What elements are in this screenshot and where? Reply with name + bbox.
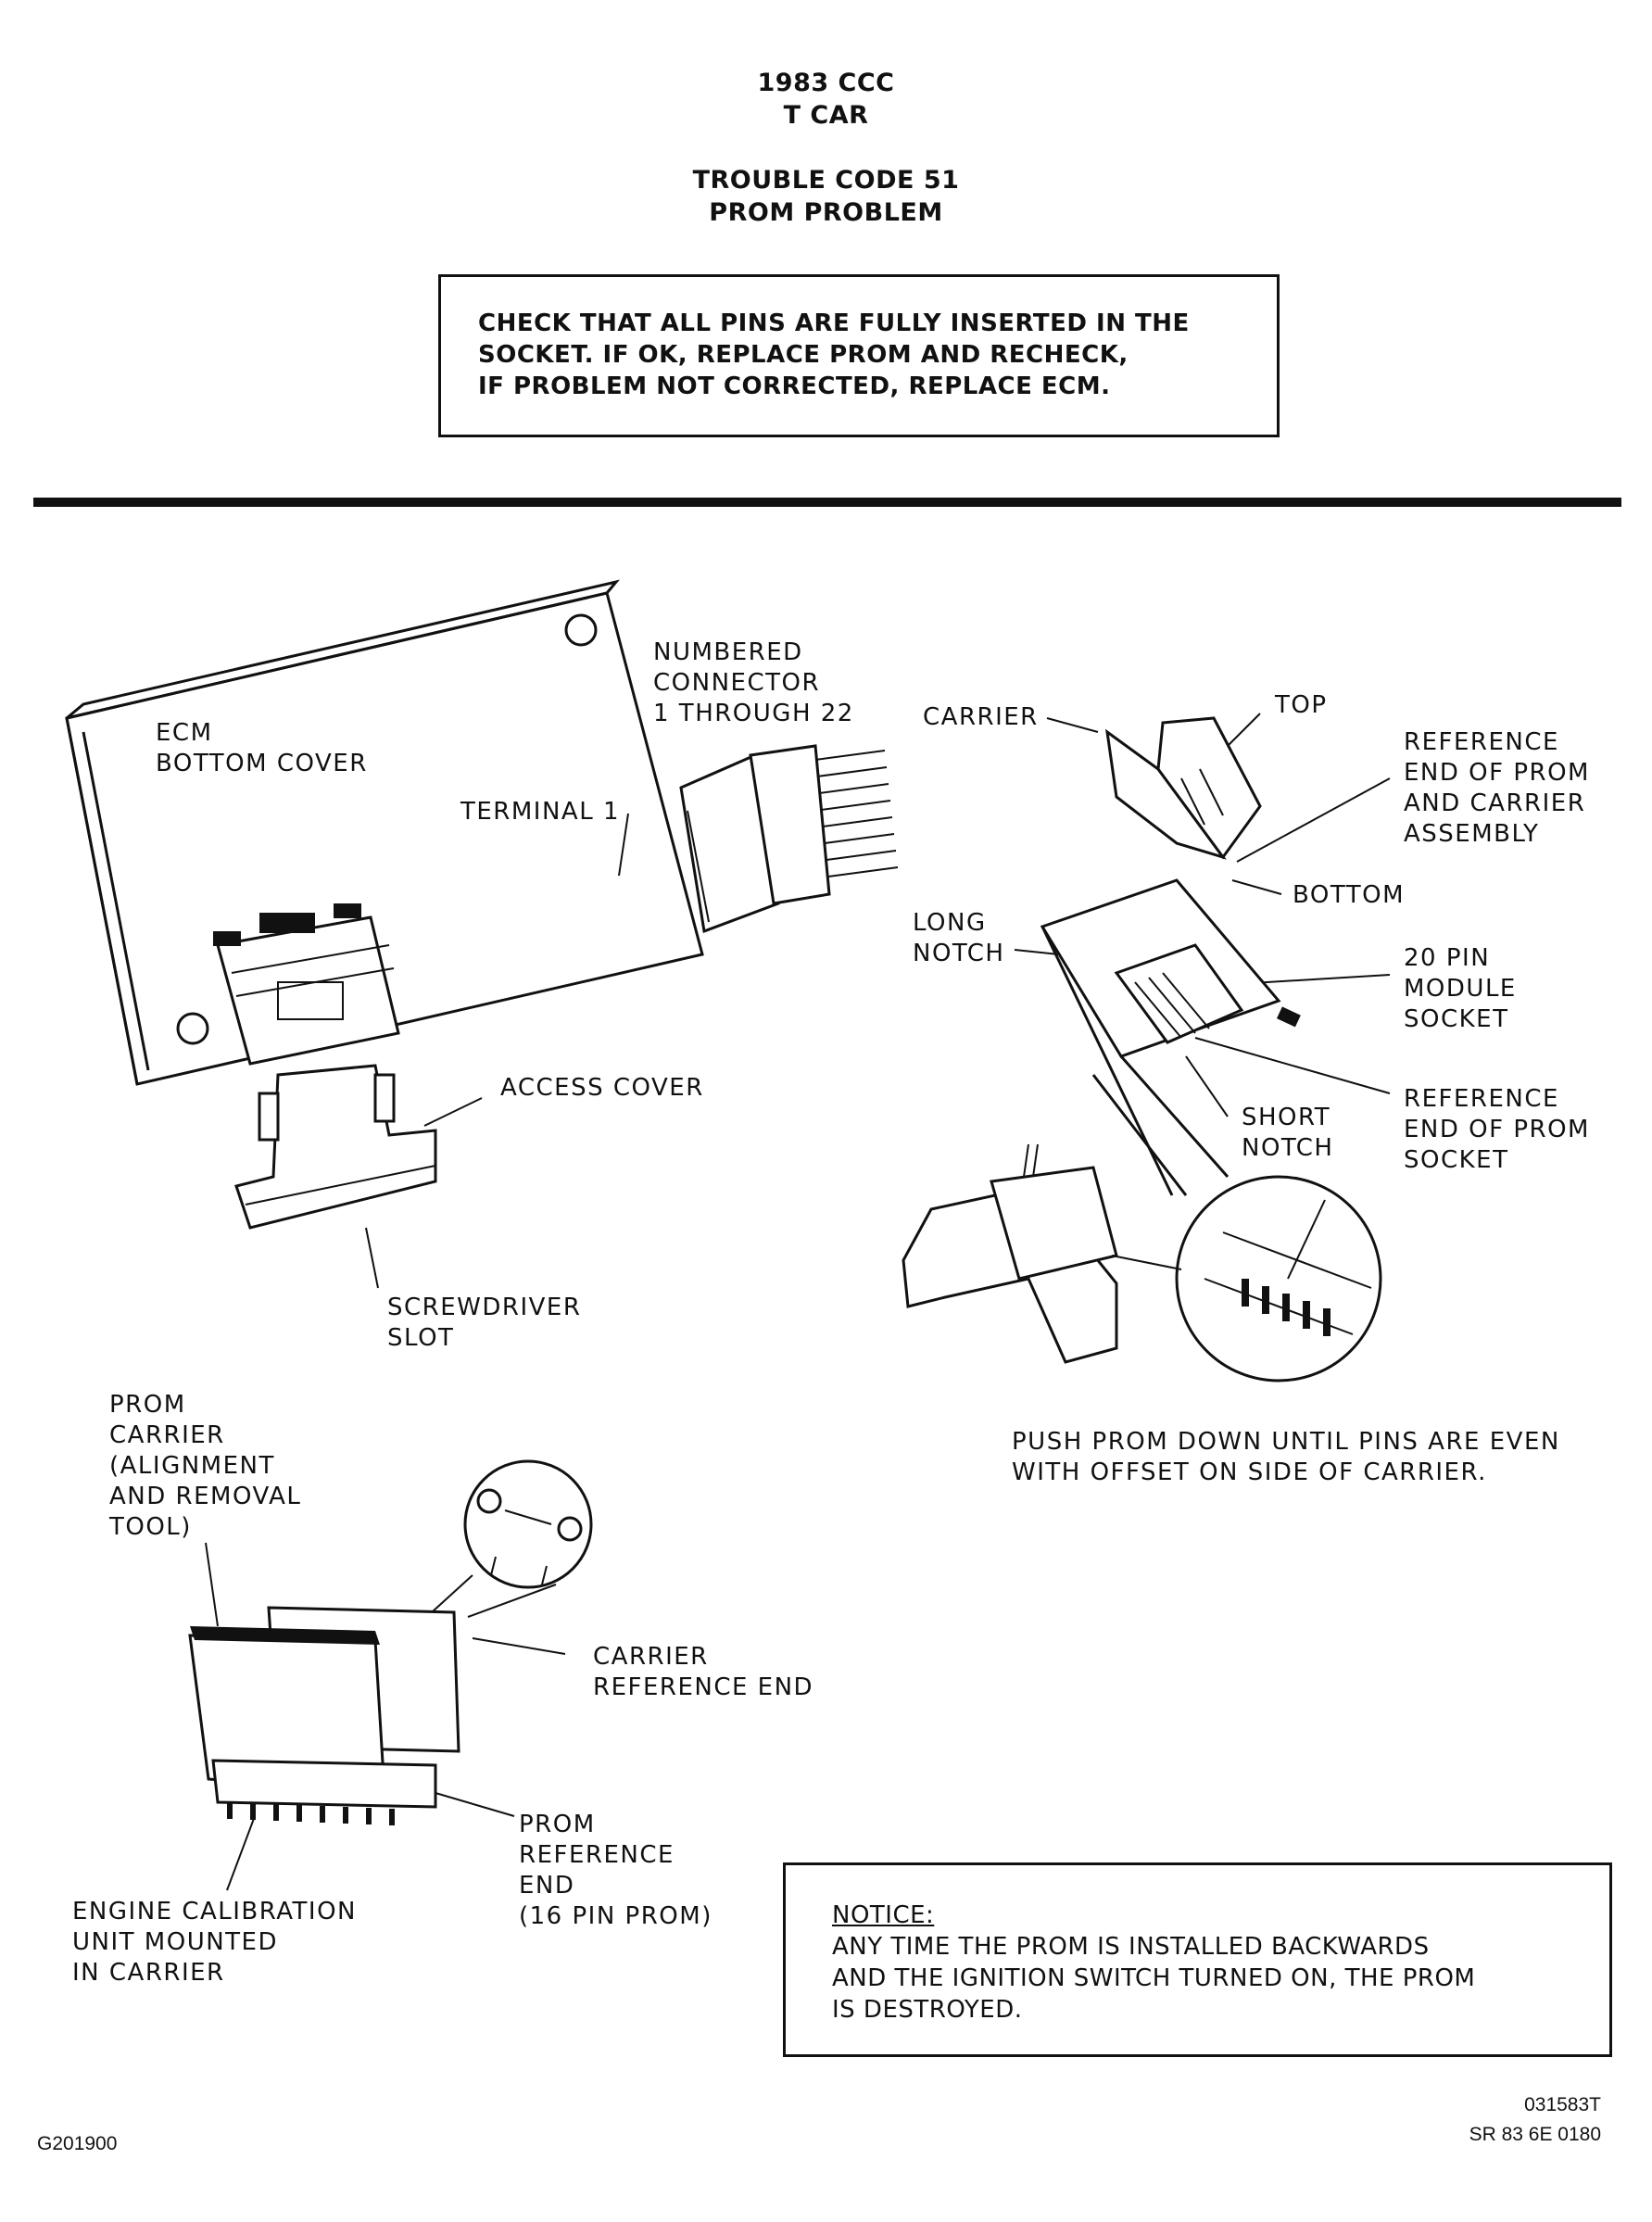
label-ecm-bottom-cover: ECM BOTTOM COVER bbox=[156, 719, 368, 777]
label-numbered-connector: NUMBERED CONNECTOR 1 THROUGH 22 bbox=[653, 638, 854, 727]
instruction-line-1: CHECK THAT ALL PINS ARE FULLY INSERTED I… bbox=[478, 309, 1190, 337]
label-bottom: BOTTOM bbox=[1293, 881, 1406, 909]
label-short-notch: SHORT NOTCH bbox=[1242, 1104, 1334, 1162]
instruction-box: CHECK THAT ALL PINS ARE FULLY INSERTED I… bbox=[438, 274, 1280, 437]
label-top: TOP bbox=[1275, 691, 1328, 719]
label-engine-calibration-unit: ENGINE CALIBRATION UNIT MOUNTED IN CARRI… bbox=[72, 1898, 358, 1987]
label-prom-reference-end: PROM REFERENCE END (16 PIN PROM) bbox=[519, 1811, 713, 1930]
header-trouble-code: TROUBLE CODE 51 bbox=[692, 166, 960, 195]
header-problem: PROM PROBLEM bbox=[709, 198, 943, 227]
footer-left-code: G201900 bbox=[37, 2133, 118, 2154]
notice-line-3: IS DESTROYED. bbox=[832, 1996, 1023, 2024]
section-divider bbox=[33, 498, 1621, 507]
notice-box: NOTICE: ANY TIME THE PROM IS INSTALLED B… bbox=[783, 1862, 1612, 2057]
footer-right-code-2: SR 83 6E 0180 bbox=[1469, 2124, 1601, 2145]
ecm-module-illustration bbox=[65, 579, 704, 1086]
label-reference-end-prom-assembly: REFERENCE END OF PROM AND CARRIER ASSEMB… bbox=[1404, 728, 1590, 848]
label-carrier: CARRIER bbox=[923, 703, 1039, 731]
label-terminal-1: TERMINAL 1 bbox=[460, 798, 621, 826]
access-cover-illustration bbox=[234, 1064, 437, 1230]
label-long-notch: LONG NOTCH bbox=[913, 909, 1005, 967]
numbered-connector-illustration bbox=[679, 744, 899, 934]
label-push-prom: PUSH PROM DOWN UNTIL PINS ARE EVEN WITH … bbox=[1012, 1428, 1560, 1486]
prom-carrier-top-illustration bbox=[1105, 716, 1262, 860]
notice-title: NOTICE: bbox=[832, 1901, 935, 1929]
label-access-cover: ACCESS COVER bbox=[500, 1074, 704, 1102]
prom-socket-illustration bbox=[1040, 878, 1301, 1196]
prom-carrier-tool-illustration bbox=[188, 1459, 593, 1825]
header-year: 1983 CCC bbox=[757, 69, 895, 97]
footer-right-code-1: 031583T bbox=[1524, 2094, 1601, 2115]
instruction-line-3: IF PROBLEM NOT CORRECTED, REPLACE ECM. bbox=[478, 372, 1111, 400]
label-screwdriver-slot: SCREWDRIVER SLOT bbox=[387, 1294, 582, 1352]
instruction-line-2: SOCKET. IF OK, REPLACE PROM AND RECHECK, bbox=[478, 341, 1129, 369]
notice-line-1: ANY TIME THE PROM IS INSTALLED BACKWARDS bbox=[832, 1933, 1430, 1961]
header-car: T CAR bbox=[783, 101, 869, 130]
label-prom-carrier: PROM CARRIER (ALIGNMENT AND REMOVAL TOOL… bbox=[109, 1391, 302, 1541]
label-20-pin-socket: 20 PIN MODULE SOCKET bbox=[1404, 944, 1517, 1033]
notice-line-2: AND THE IGNITION SWITCH TURNED ON, THE P… bbox=[832, 1964, 1476, 1992]
label-reference-end-socket: REFERENCE END OF PROM SOCKET bbox=[1404, 1085, 1590, 1174]
label-carrier-reference-end: CARRIER REFERENCE END bbox=[593, 1643, 814, 1701]
carrier-insertion-illustration bbox=[902, 1143, 1382, 1382]
